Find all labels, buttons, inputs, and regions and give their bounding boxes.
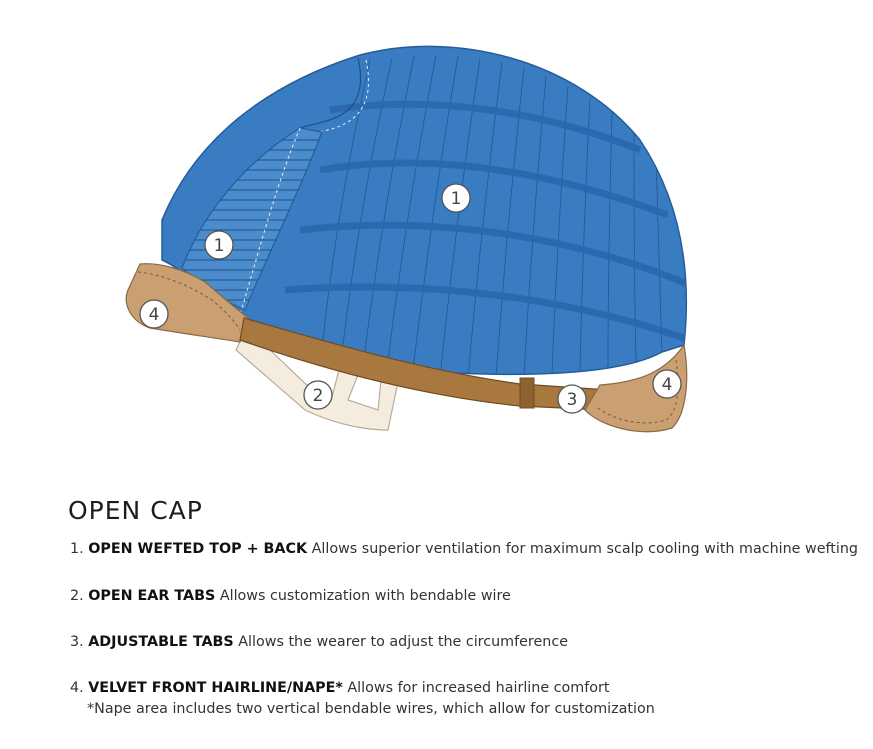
feature-name: OPEN EAR TABS [88, 588, 216, 604]
feature-item: 2. OPEN EAR TABS Allows customization wi… [70, 588, 511, 604]
feature-number: 3. [70, 634, 84, 650]
feature-description: Allows for increased hairline comfort [347, 680, 610, 696]
cap-body [161, 45, 688, 376]
feature-item: 1. OPEN WEFTED TOP + BACK Allows superio… [70, 541, 858, 557]
feature-note: *Nape area includes two vertical bendabl… [87, 701, 655, 717]
svg-text:3: 3 [567, 390, 578, 410]
adjustable-strap [239, 317, 647, 413]
svg-text:2: 2 [313, 386, 324, 406]
callout-top: 1 [441, 183, 471, 213]
callout-ear-tab: 2 [303, 380, 333, 410]
cap-title: OPEN CAP [68, 496, 203, 525]
feature-name: ADJUSTABLE TABS [88, 634, 234, 650]
callout-side: 1 [204, 230, 234, 260]
feature-description: Allows the wearer to adjust the circumfe… [238, 634, 569, 650]
svg-text:1: 1 [451, 189, 462, 209]
feature-description: Allows superior ventilation for maximum … [311, 541, 858, 557]
callout-front: 4 [139, 299, 169, 329]
svg-text:4: 4 [149, 305, 160, 325]
feature-item: 3. ADJUSTABLE TABS Allows the wearer to … [70, 634, 568, 650]
ear-tab-wire [235, 324, 401, 431]
feature-number: 1. [70, 541, 84, 557]
feature-name: OPEN WEFTED TOP + BACK [88, 541, 308, 557]
feature-number: 2. [70, 588, 84, 604]
svg-text:1: 1 [214, 236, 225, 256]
feature-number: 4. [70, 680, 84, 696]
open-cap-diagram: 1 1 4 2 3 4 [125, 45, 688, 433]
feature-name: VELVET FRONT HAIRLINE/NAPE* [88, 680, 343, 696]
callout-adjustable-tab: 3 [557, 384, 587, 414]
callout-nape: 4 [652, 369, 682, 399]
feature-item: 4. VELVET FRONT HAIRLINE/NAPE* Allows fo… [70, 680, 655, 717]
svg-text:4: 4 [662, 375, 673, 395]
feature-description: Allows customization with bendable wire [219, 588, 511, 604]
